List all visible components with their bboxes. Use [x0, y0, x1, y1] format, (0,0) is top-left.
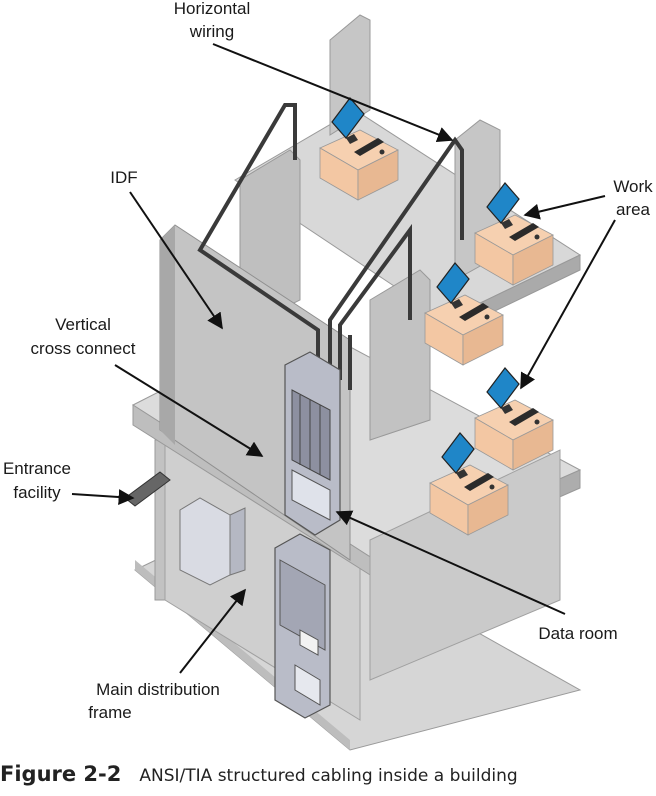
label-work-area-1: Work — [613, 177, 653, 196]
label-main-distribution-frame-2: frame — [88, 703, 131, 722]
label-work-area-2: area — [616, 200, 651, 219]
label-vertical-cross-connect-2: cross connect — [31, 339, 136, 358]
label-horizontal-wiring-2: wiring — [189, 22, 234, 41]
figure-caption: Figure 2-2 ANSI/TIA structured cabling in… — [0, 762, 656, 796]
label-idf: IDF — [110, 168, 137, 187]
workstation-mid-right — [475, 368, 553, 470]
label-vertical-cross-connect-1: Vertical — [55, 315, 111, 334]
label-entrance-facility-1: Entrance — [3, 459, 71, 478]
label-horizontal-wiring-1: Horizontal — [174, 0, 251, 18]
label-data-room: Data room — [538, 624, 617, 643]
structured-cabling-diagram: Horizontal wiring IDF Work area Vertical… — [0, 0, 656, 760]
figure-caption-text: ANSI/TIA structured cabling inside a bui… — [139, 766, 517, 786]
figure-number: Figure 2-2 — [0, 762, 121, 786]
main-distribution-frame — [275, 534, 330, 718]
label-main-distribution-frame-1: Main distribution — [96, 680, 220, 699]
label-entrance-facility-2: facility — [13, 483, 61, 502]
idf-rack — [285, 352, 340, 535]
